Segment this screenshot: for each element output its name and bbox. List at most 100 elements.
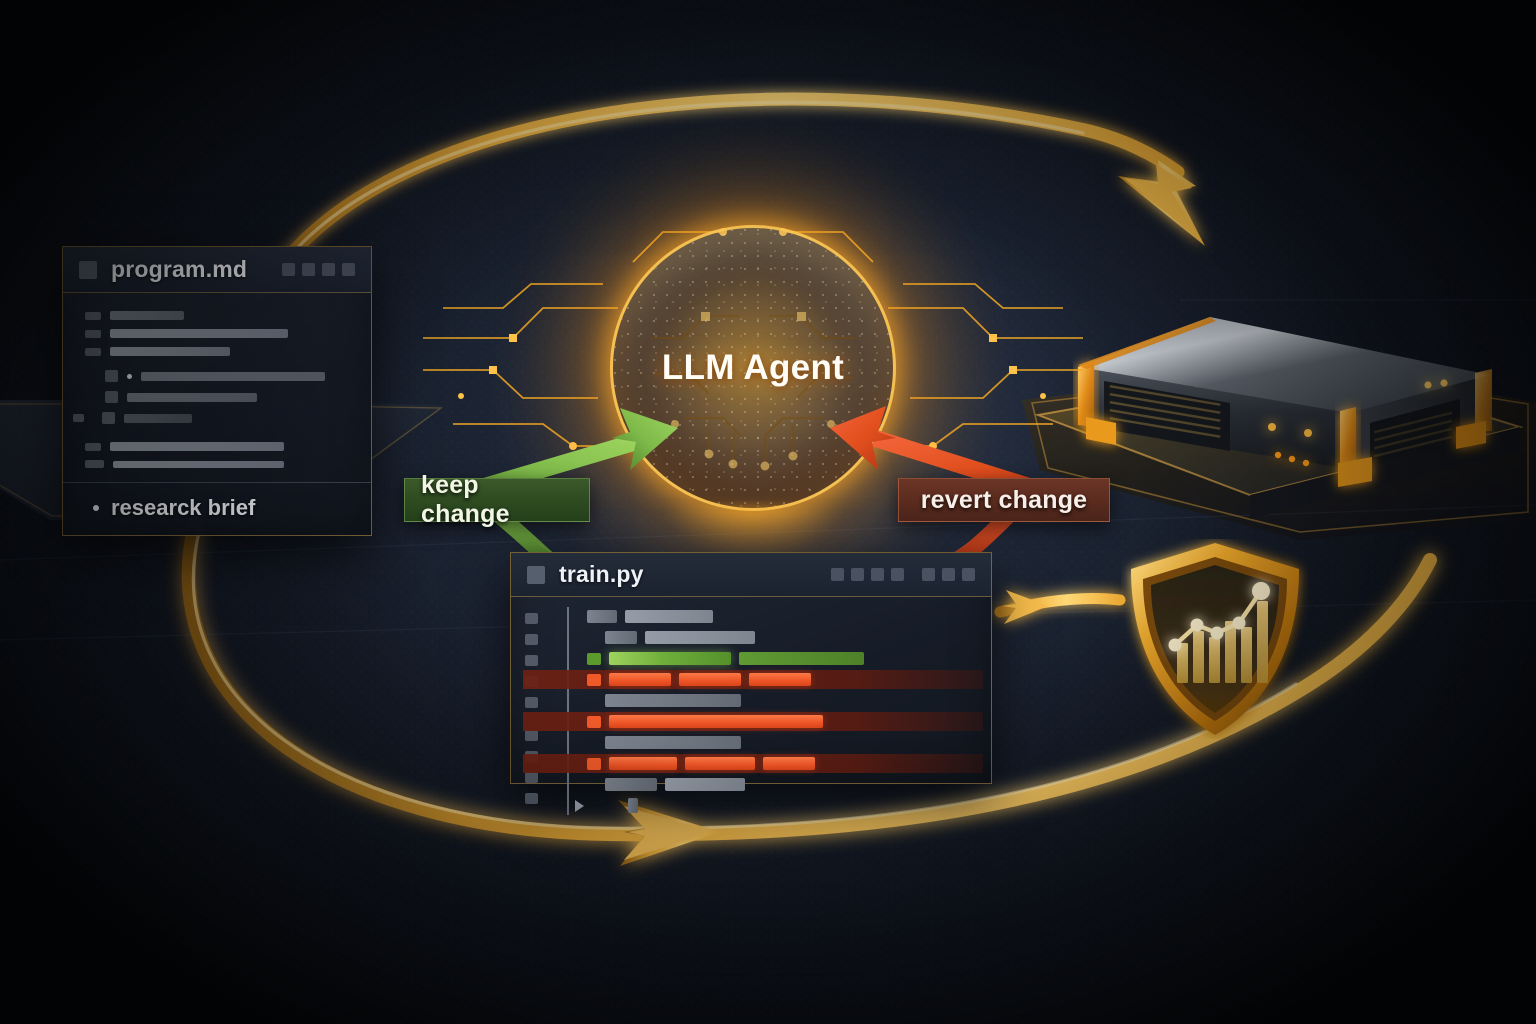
agent-label: LLM Agent (661, 348, 845, 387)
gutter-mark (525, 730, 538, 741)
arrow-train-to-shield (994, 590, 1126, 624)
gutter-mark (525, 655, 538, 666)
line-bar (124, 413, 192, 423)
code-token-removed (685, 757, 755, 770)
revert-change-label[interactable]: revert change (898, 478, 1110, 522)
diff-fold-row[interactable] (573, 796, 983, 815)
window-dot[interactable] (342, 263, 355, 276)
program-titlebar[interactable]: program.md (63, 247, 371, 293)
diff-line-removed (523, 712, 983, 731)
line-bar (127, 392, 257, 402)
content-line (85, 347, 355, 356)
train-title: train.py (559, 561, 644, 587)
train-titlebar[interactable]: train.py (511, 553, 991, 597)
code-token (587, 610, 617, 623)
diff-add-marker (587, 652, 601, 665)
diff-line-added (583, 649, 983, 668)
gutter-mark (525, 634, 538, 645)
code-token (605, 694, 741, 707)
window-dot[interactable] (322, 263, 335, 276)
code-token-removed (609, 673, 671, 686)
content-line (85, 311, 355, 320)
code-token (665, 778, 745, 791)
diff-remove-marker (587, 757, 601, 770)
content-line (85, 329, 355, 338)
train-py-window[interactable]: train.py (510, 552, 992, 815)
line-tag (102, 412, 115, 424)
line-tag (85, 460, 104, 468)
program-content (63, 293, 371, 482)
line-bar (110, 442, 284, 451)
shield-chart-icon (1131, 543, 1299, 735)
diff-line-context (583, 775, 983, 794)
code-token-added (609, 652, 731, 665)
line-bar (110, 311, 184, 320)
line-bar (110, 329, 288, 338)
code-token-removed (763, 757, 815, 770)
window-dot[interactable] (922, 568, 935, 581)
python-file-icon (527, 565, 545, 584)
window-dot-group[interactable] (831, 568, 904, 581)
gutter-mark (525, 772, 538, 783)
program-title: program.md (111, 256, 248, 282)
content-line (105, 370, 355, 382)
gutter-mark (525, 697, 538, 708)
code-token (645, 631, 755, 644)
document-icon (79, 260, 97, 279)
diff-line-context (583, 607, 983, 626)
line-tag (85, 311, 101, 320)
diff-line-context (583, 628, 983, 647)
code-token-added (739, 652, 864, 665)
line-tag (85, 347, 101, 356)
line-tag (85, 329, 101, 338)
gutter-mark (525, 613, 538, 624)
line-tag (105, 370, 118, 382)
diff-line-context (583, 733, 983, 752)
code-token-removed (749, 673, 811, 686)
line-tag (85, 442, 101, 451)
revert-change-text: revert change (920, 485, 1088, 514)
program-footer: researck brief (63, 482, 371, 535)
window-dot[interactable] (302, 263, 315, 276)
code-token-removed (609, 715, 823, 728)
diff-lines (523, 607, 983, 815)
window-dot[interactable] (831, 568, 844, 581)
window-dot[interactable] (282, 263, 295, 276)
agent-sphere: LLM Agent (613, 228, 893, 508)
code-token-removed (679, 673, 741, 686)
code-token (605, 736, 741, 749)
content-line (85, 460, 355, 468)
llm-agent-node[interactable]: LLM Agent (423, 68, 1083, 668)
keep-change-text: keep change (421, 471, 510, 528)
code-token (625, 610, 713, 623)
window-dot-group[interactable] (922, 568, 975, 581)
diff-remove-marker (587, 715, 601, 728)
diff-line-context (583, 691, 983, 710)
window-dot[interactable] (942, 568, 955, 581)
window-dot[interactable] (851, 568, 864, 581)
footer-bullet-icon (93, 505, 99, 511)
code-token-removed (609, 757, 677, 770)
program-window-dots[interactable] (282, 263, 355, 276)
content-line (85, 442, 355, 451)
content-line (105, 391, 355, 403)
diff-remove-marker (587, 673, 601, 686)
code-token (628, 798, 638, 813)
window-dot[interactable] (962, 568, 975, 581)
diff-line-removed (523, 754, 983, 773)
program-md-window[interactable]: program.md (62, 246, 372, 536)
code-token (605, 778, 657, 791)
line-bar (141, 371, 325, 381)
expand-triangle-icon[interactable] (575, 799, 584, 812)
window-dot[interactable] (871, 568, 884, 581)
diff-line-removed (523, 670, 983, 689)
diff-gutter (525, 613, 538, 804)
footer-label: researck brief (111, 495, 256, 520)
window-dot[interactable] (891, 568, 904, 581)
content-line (73, 412, 355, 424)
train-diff-view[interactable] (511, 597, 991, 815)
line-bar (110, 347, 230, 356)
train-window-dots[interactable] (831, 568, 975, 581)
line-bullet (127, 373, 132, 379)
keep-change-label[interactable]: keep change (404, 471, 590, 528)
